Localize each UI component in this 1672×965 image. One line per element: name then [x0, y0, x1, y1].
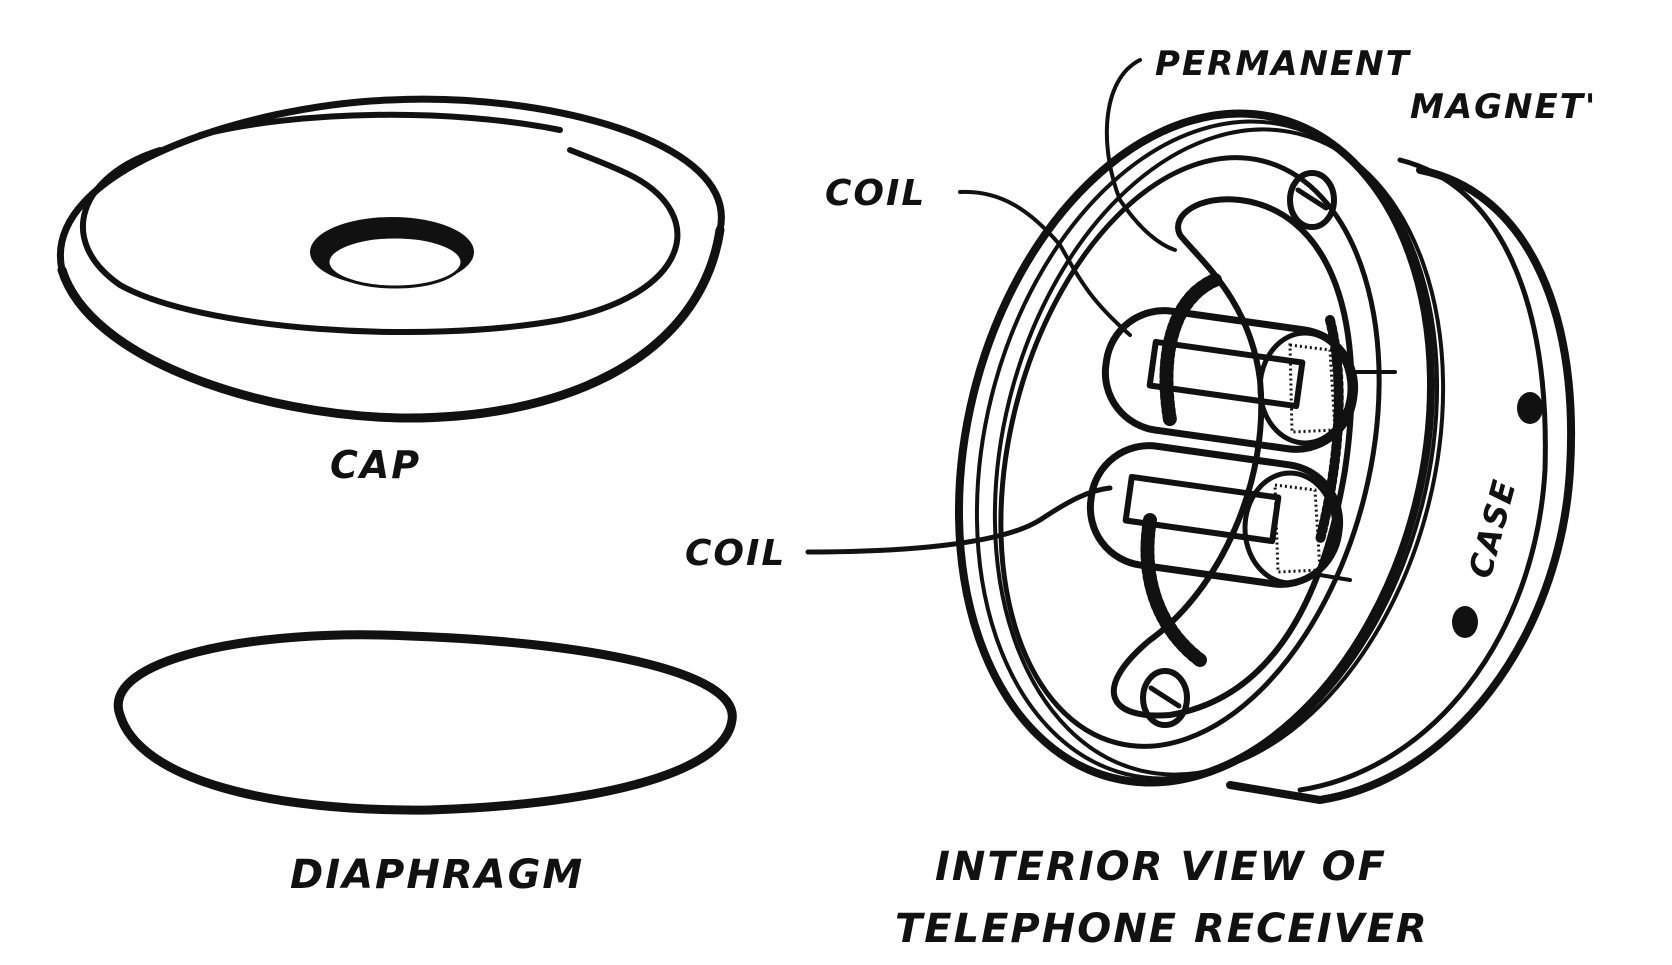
magnet-label: MAGNET' [1410, 87, 1597, 127]
coil-label-top: COIL [825, 173, 926, 214]
caption-line-1: INTERIOR VIEW OF [935, 844, 1387, 890]
leader-coil-bottom [805, 485, 1113, 555]
pole-screw-top [1287, 170, 1337, 230]
caption-line-2: TELEPHONE RECEIVER [895, 906, 1429, 952]
diaphragm-label: DIAPHRAGM [290, 852, 584, 898]
permanent-label: PERMANENT [1155, 44, 1412, 84]
lower-coil [1086, 442, 1352, 588]
case-label: CASE [1461, 475, 1524, 583]
receiver-drawing [954, 109, 1575, 804]
diaphragm-drawing [113, 630, 737, 815]
coil-label-bottom: COIL [685, 533, 786, 574]
upper-coil [1101, 307, 1397, 453]
leader-permanent-magnet [1104, 58, 1177, 252]
case-screw-icon [1517, 392, 1543, 424]
pole-screw-bottom [1140, 668, 1190, 728]
leader-coil-top [958, 189, 1132, 337]
case-screw-icon [1452, 606, 1478, 638]
cap-label: CAP [330, 443, 421, 487]
cap-drawing [56, 95, 725, 423]
